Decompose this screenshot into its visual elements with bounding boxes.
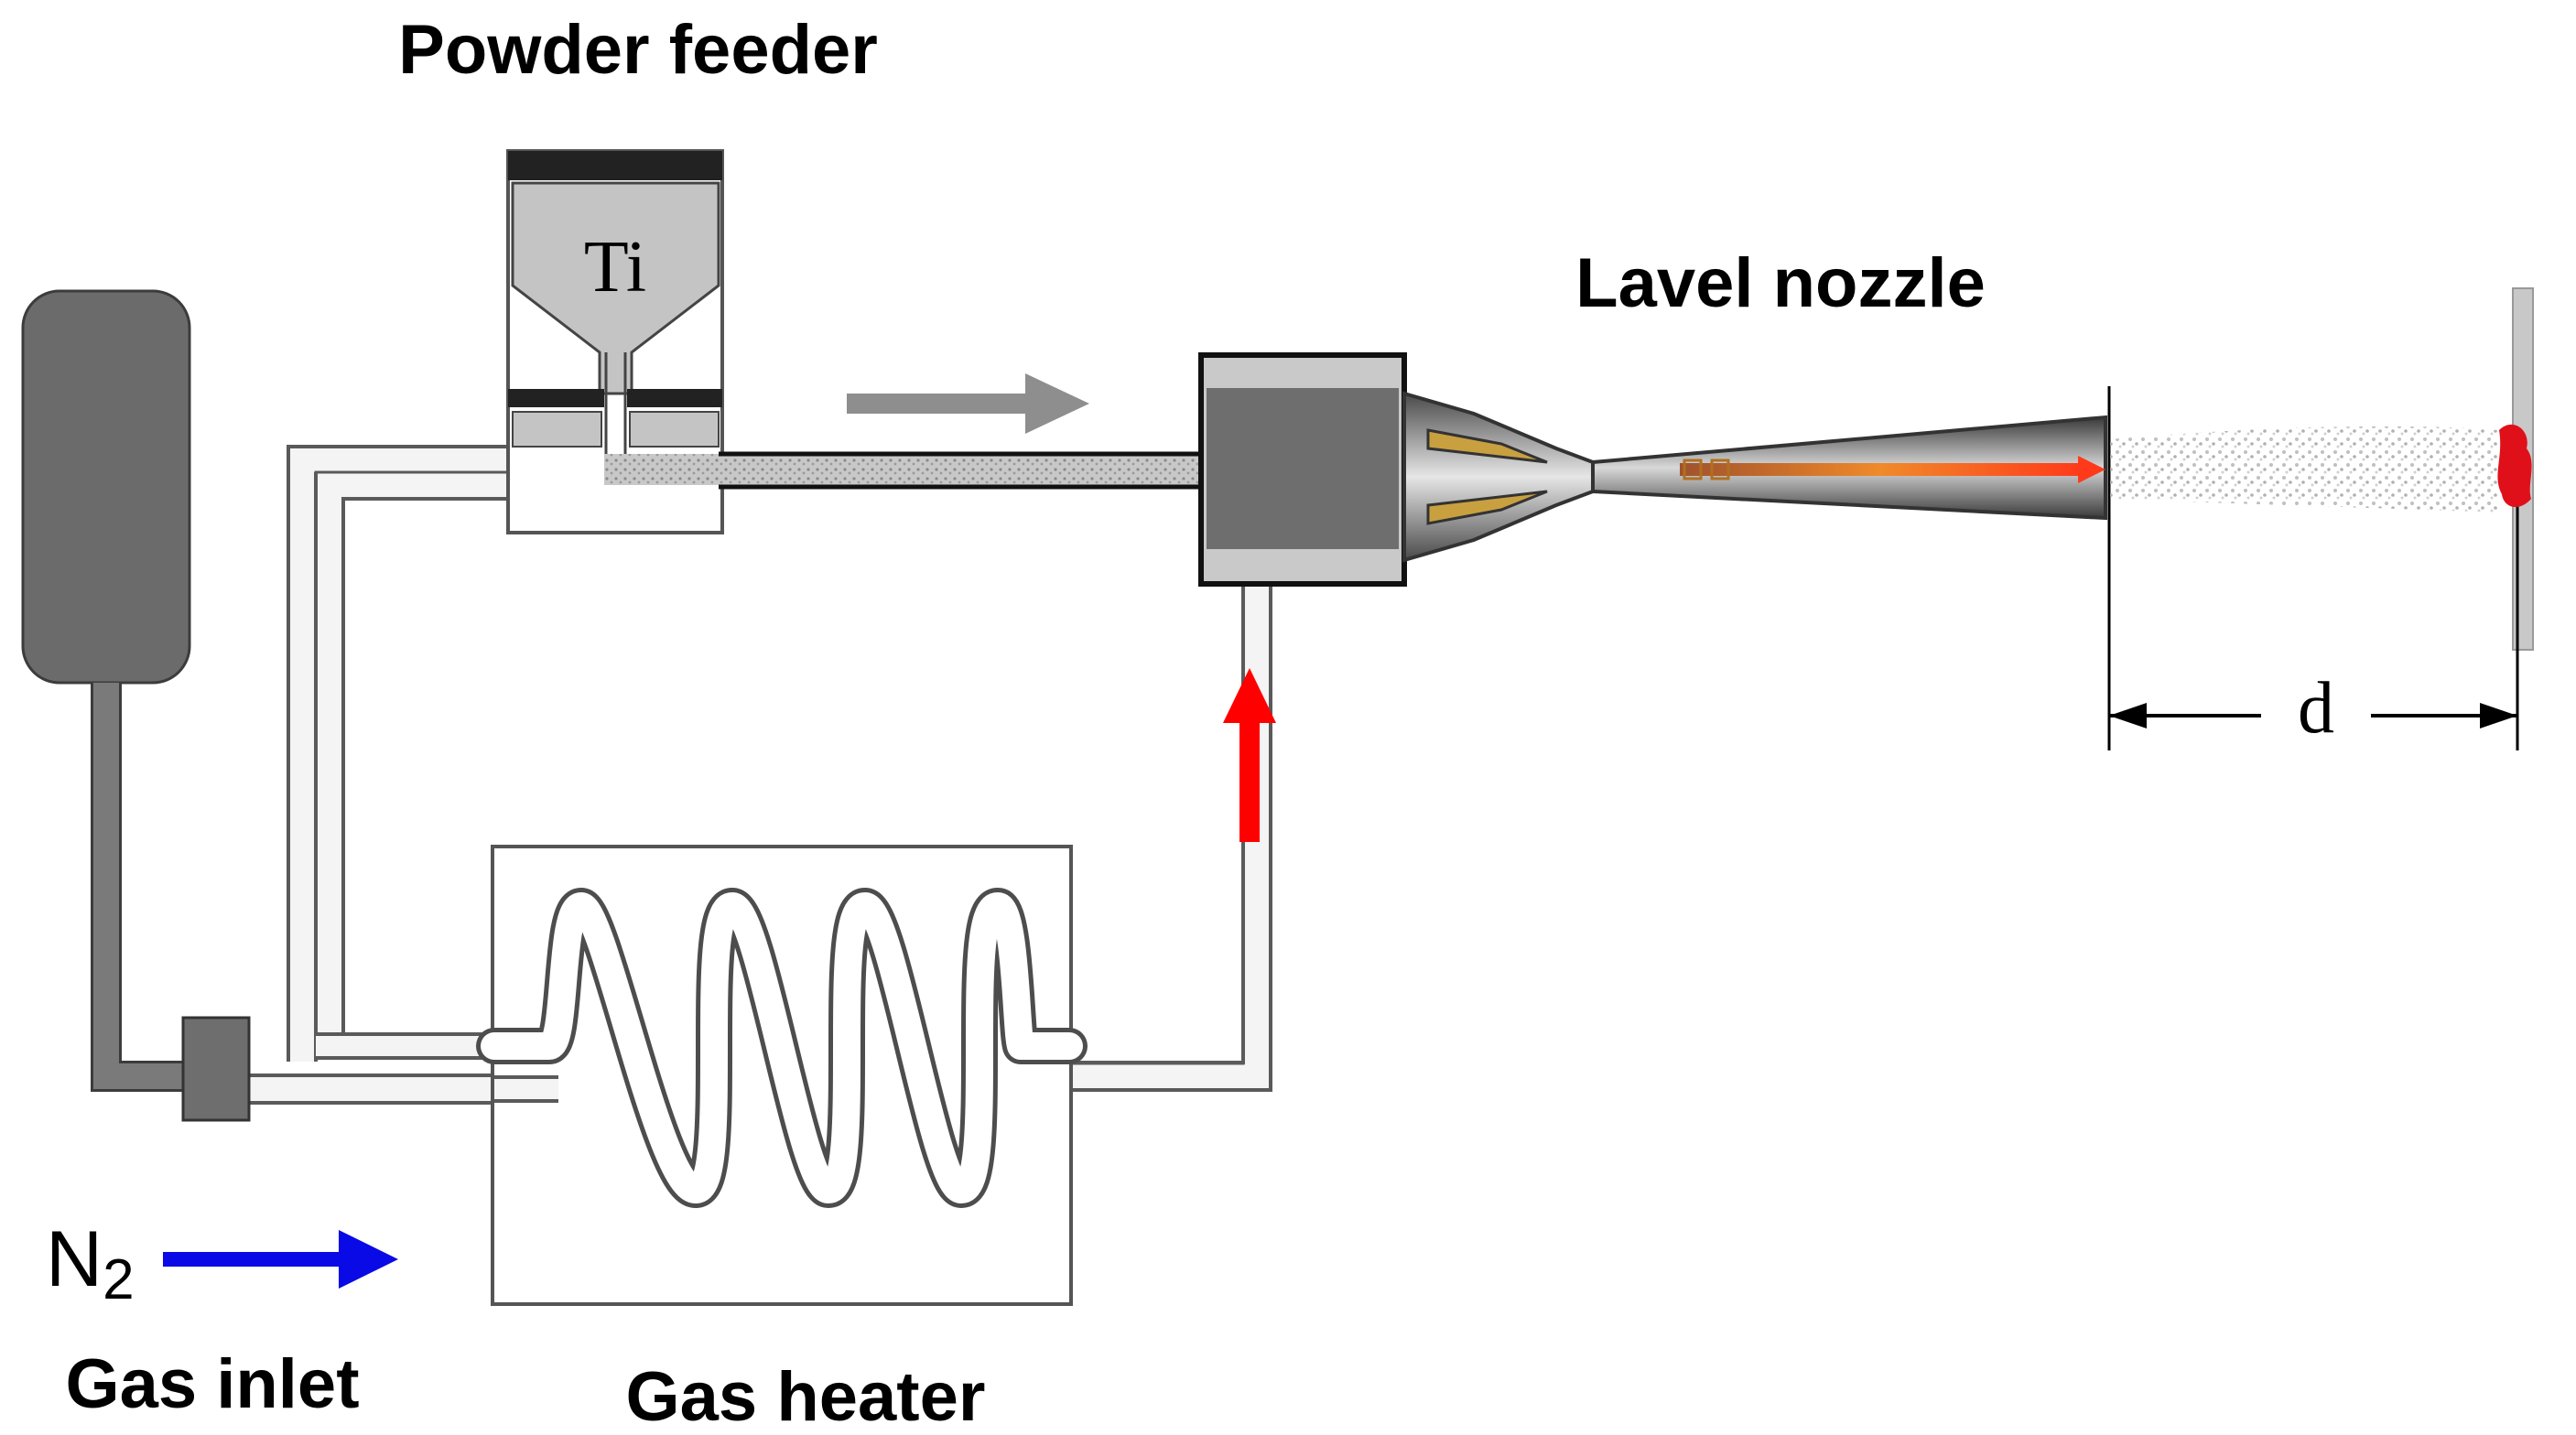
nozzle-label: Lavel nozzle (1575, 244, 1986, 322)
gas-piping (247, 445, 1272, 1105)
gas-inlet-label: Gas inlet (66, 1345, 360, 1423)
gas-heater-label: Gas heater (626, 1358, 986, 1435)
n2-gas-tank (21, 289, 197, 1092)
ti-label: Ti (584, 227, 646, 308)
powder-flow-arrow (847, 373, 1089, 434)
powder-line (604, 451, 1199, 490)
powder-feeder-label: Powder feeder (398, 11, 878, 89)
n2-subscript: 2 (103, 1248, 134, 1311)
deposit (2497, 424, 2532, 508)
n2-label: N2 (46, 1215, 135, 1311)
substrate (2497, 287, 2534, 750)
mixing-chamber (1198, 352, 1407, 587)
junction-valve (181, 1016, 251, 1122)
laval-nozzle (1402, 386, 2111, 750)
spray-plume (2110, 426, 2499, 512)
n2-inlet-arrow (163, 1230, 398, 1289)
distance-label: d (2298, 668, 2334, 749)
standoff-distance-indicator (2109, 703, 2517, 728)
n2-symbol: N (46, 1215, 103, 1303)
gas-heater (476, 845, 1088, 1306)
hot-gas-arrow (1223, 668, 1276, 842)
